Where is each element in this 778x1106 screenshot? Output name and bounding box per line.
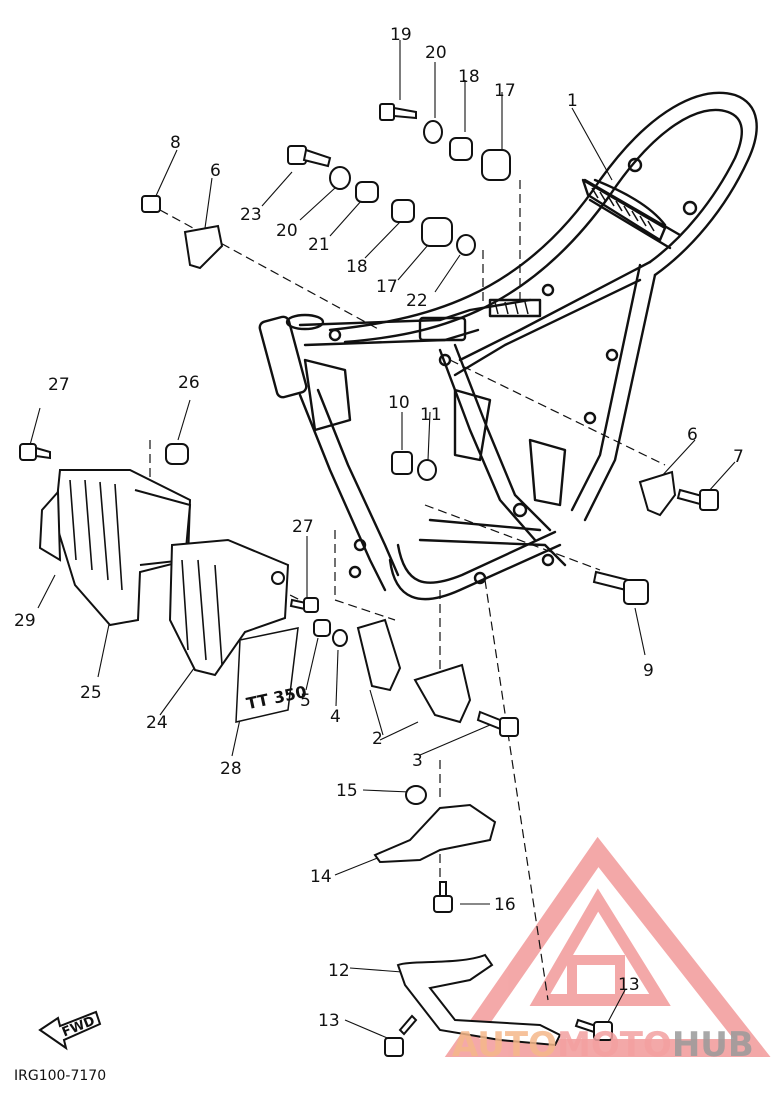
callout-number: 29 [14,611,36,631]
callout-number: 16 [494,895,516,915]
number-plate-25 [38,469,192,627]
callout-number: 7 [733,447,744,467]
bolt-icon [384,1014,418,1057]
callout-number: 13 [318,1011,340,1031]
callout-number: 15 [336,781,358,801]
fwd-arrow-icon: FWD [38,1010,102,1051]
screw-icon [289,597,319,613]
callout-number: 3 [412,751,423,771]
callout-number: 26 [178,373,200,393]
bolt-icon [476,710,519,737]
callout-number: 23 [240,205,262,225]
callout-number: 10 [388,393,410,413]
callout-number: 13 [618,975,640,995]
callout-number: 14 [310,867,332,887]
stand-bracket-icon [373,803,497,864]
callout-number: 4 [330,707,341,727]
frame-hatching [494,187,655,315]
nut-icon [141,195,161,213]
callout-number: 9 [643,661,654,681]
callout-number: 20 [425,43,447,63]
assembly-lines [149,180,666,1001]
collar-icon [391,199,415,223]
collar-icon [449,137,473,161]
callout-number: 2 [372,729,383,749]
bushing-icon [421,217,453,247]
main-frame [258,91,758,601]
bracket-icon [183,224,224,270]
callout-number: 27 [292,517,314,537]
callout-number: 25 [80,683,102,703]
callout-number: 20 [276,221,298,241]
washer-icon [329,166,351,190]
washer-icon [456,234,476,256]
bracket-icon [638,470,677,517]
automotohub-logo-icon [444,836,771,1057]
callout-numbers: 1 2 3 4 5 6 6 7 8 9 10 11 12 13 13 14 15… [14,25,744,1031]
number-plate-24 [168,538,290,677]
callout-number: 6 [687,425,698,445]
bushing-icon [481,149,511,181]
bolt-icon [592,570,649,605]
callout-number: 27 [48,375,70,395]
callout-number: 19 [390,25,412,45]
nut-icon [391,451,413,475]
callout-number: 18 [346,257,368,277]
nut-icon [313,619,331,637]
bolt-icon [379,103,417,121]
callout-number: 24 [146,713,168,733]
collar-icon [355,181,379,203]
watermark-text: AUTOMOTOHUB [452,1025,754,1065]
decal-28: TT 350 [235,627,308,723]
bolt-icon [287,145,332,168]
watermark-part-auto: AUTO [452,1025,557,1065]
engine-bracket-icon [413,663,472,724]
callout-number: 11 [420,405,442,425]
washer-icon [423,120,443,144]
engine-bracket-icon [356,618,402,692]
bolt-icon [574,1018,613,1041]
callout-number: 22 [406,291,428,311]
bolt-icon [676,488,719,511]
side-stand-icon [396,953,562,1047]
hardware-parts [19,103,719,1057]
callout-number: 21 [308,235,330,255]
callout-number: 6 [210,161,221,181]
callout-number: 5 [300,691,311,711]
callout-number: 8 [170,133,181,153]
callout-number: 17 [494,81,516,101]
washer-icon [332,629,348,647]
watermark-part-moto: MOTO [557,1025,672,1065]
drawing-code: IRG100-7170 [14,1068,106,1084]
washer-icon [417,459,437,481]
callout-leaders [29,40,736,1041]
callout-number: 18 [458,67,480,87]
grommet-icon [165,443,189,465]
screw-icon [19,443,51,461]
callout-number: 1 [567,91,578,111]
callout-number: 12 [328,961,350,981]
watermark-part-hub: HUB [672,1025,754,1065]
bolt-icon [433,881,453,913]
callout-number: 17 [376,277,398,297]
callout-number: 28 [220,759,242,779]
cap-icon [405,785,427,805]
